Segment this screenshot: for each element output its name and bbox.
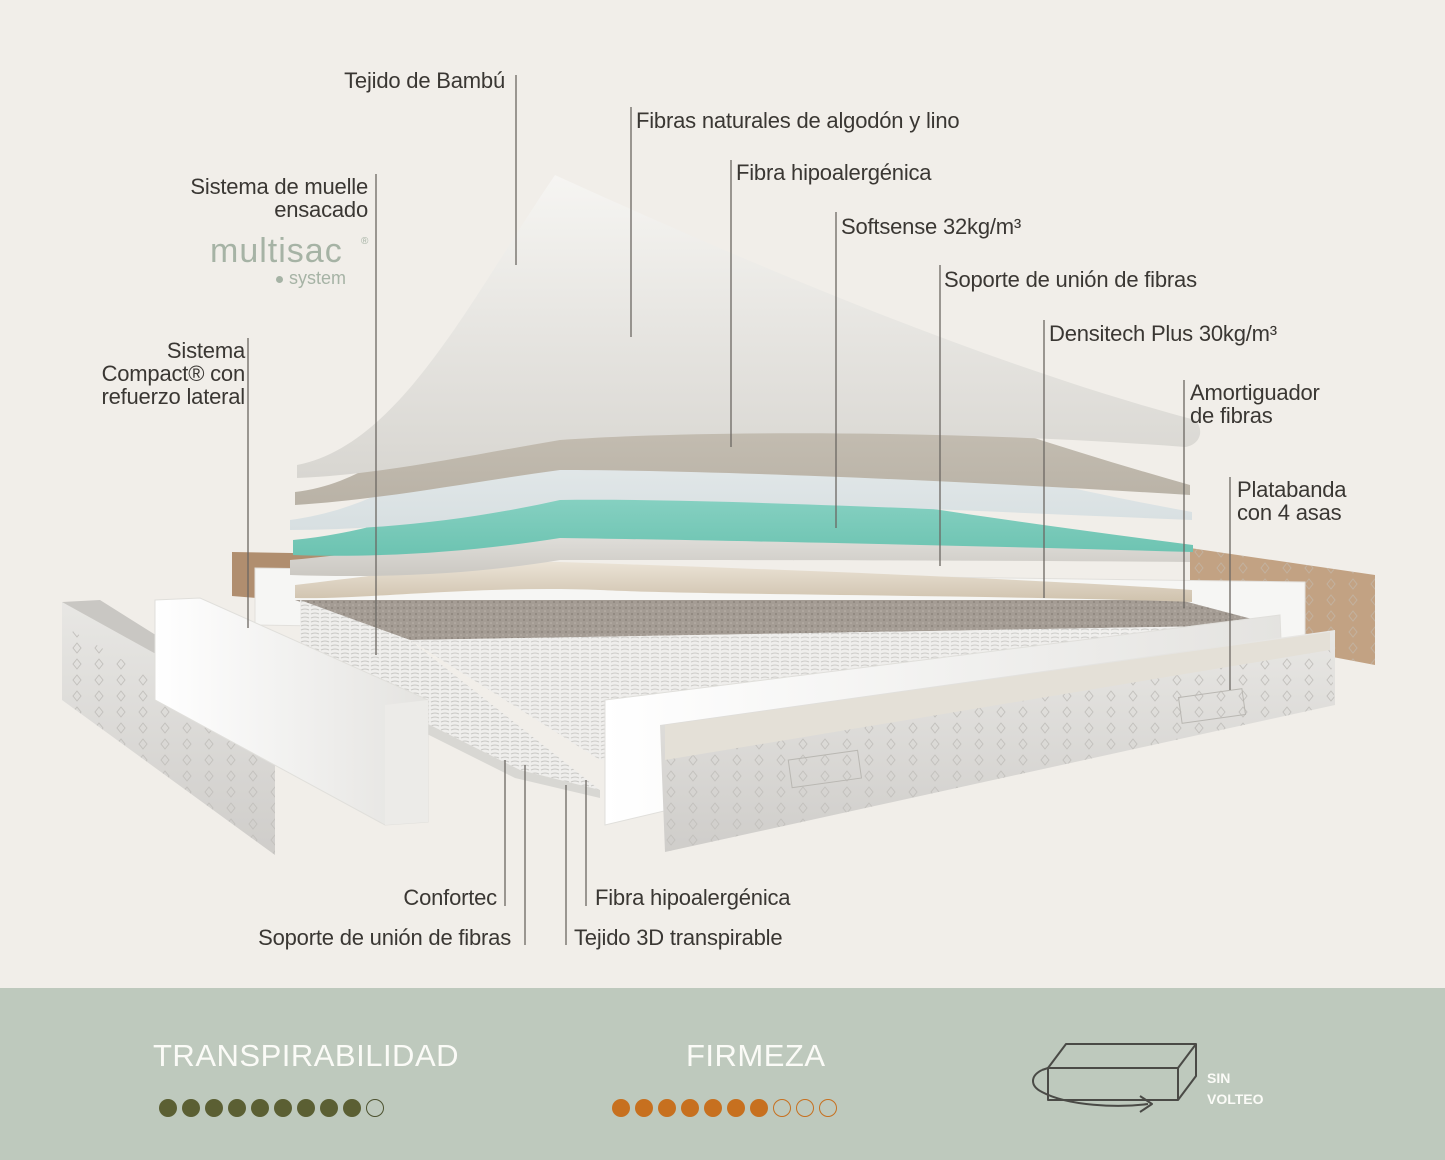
breathability-dot bbox=[182, 1099, 200, 1117]
label-densitech: Densitech Plus 30kg/m³ bbox=[1049, 321, 1277, 346]
label-hypoallergenic-bottom: Fibra hipoalergénica bbox=[595, 885, 791, 910]
front-side-panel-top bbox=[665, 632, 1330, 760]
bullet-icon bbox=[276, 275, 283, 283]
left-side-panel-pattern bbox=[62, 625, 275, 855]
spring-core-top bbox=[295, 600, 1275, 640]
registered-mark: ® bbox=[361, 236, 369, 247]
spring-core-front bbox=[300, 600, 600, 790]
label-pocket-spring: Sistema de muelle ensacado bbox=[190, 174, 368, 222]
breathability-dot bbox=[297, 1099, 315, 1117]
firmness-dot bbox=[819, 1099, 837, 1117]
layer-densitech bbox=[295, 561, 1192, 602]
firmness-title: FIRMEZA bbox=[686, 1038, 826, 1073]
breathability-dot bbox=[274, 1099, 292, 1117]
firmness-dot bbox=[750, 1099, 768, 1117]
front-label-patch-2 bbox=[1177, 688, 1247, 724]
mattress-layers-diagram bbox=[62, 75, 1375, 945]
firmness-rating bbox=[612, 1099, 837, 1117]
label-border-handles: Platabanda con 4 asas bbox=[1237, 477, 1347, 525]
mattress-rotate-icon bbox=[1032, 1043, 1197, 1113]
breathability-dot bbox=[251, 1099, 269, 1117]
firmness-dot bbox=[773, 1099, 791, 1117]
no-flip-label: SIN VOLTEO bbox=[1207, 1070, 1264, 1107]
label-fiber-cushion: Amortiguador de fibras bbox=[1190, 380, 1320, 428]
label-fiber-union-bottom: Soporte de unión de fibras bbox=[258, 925, 511, 950]
breathability-dot bbox=[159, 1099, 177, 1117]
firmness-dot bbox=[796, 1099, 814, 1117]
label-compact-system: Sistema Compact® con refuerzo lateral bbox=[101, 338, 245, 409]
features-bar: TRANSPIRABILIDAD FIRMEZA SIN VOLTEO bbox=[0, 988, 1445, 1160]
firmness-dot bbox=[727, 1099, 745, 1117]
breathability-dot bbox=[366, 1099, 384, 1117]
label-hypoallergenic-top: Fibra hipoalergénica bbox=[736, 160, 932, 185]
firmness-dot bbox=[704, 1099, 722, 1117]
label-natural-fibers: Fibras naturales de algodón y lino bbox=[636, 108, 960, 133]
multisac-logo-sub: system bbox=[276, 268, 346, 288]
front-label-patch bbox=[787, 749, 863, 789]
label-fiber-union-top: Soporte de unión de fibras bbox=[944, 267, 1197, 292]
breathability-title: TRANSPIRABILIDAD bbox=[153, 1038, 460, 1073]
leader-lines bbox=[247, 75, 1231, 945]
label-softsense: Softsense 32kg/m³ bbox=[841, 214, 1022, 239]
breathability-dot bbox=[205, 1099, 223, 1117]
breathability-dot bbox=[343, 1099, 361, 1117]
layer-bamboo-cover bbox=[297, 175, 1201, 478]
firmness-dot bbox=[681, 1099, 699, 1117]
firmness-dot bbox=[612, 1099, 630, 1117]
breathability-dot bbox=[228, 1099, 246, 1117]
breathability-dot bbox=[320, 1099, 338, 1117]
breathability-rating bbox=[159, 1099, 384, 1117]
multisac-logo-word: multisac bbox=[210, 232, 343, 270]
firmness-dot bbox=[658, 1099, 676, 1117]
label-3d-fabric: Tejido 3D transpirable bbox=[574, 925, 783, 950]
label-bamboo-fabric: Tejido de Bambú bbox=[344, 68, 505, 93]
firmness-dot bbox=[635, 1099, 653, 1117]
label-confortec: Confortec bbox=[403, 885, 497, 910]
